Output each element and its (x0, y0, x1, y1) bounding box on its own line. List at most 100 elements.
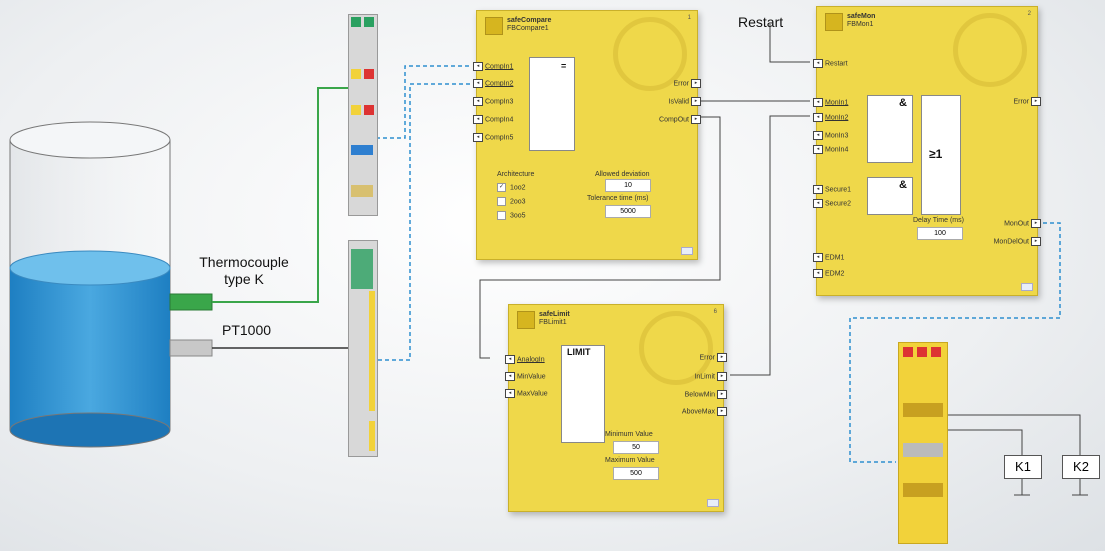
fb-header: safeMon FBMon1 (825, 13, 875, 31)
port-label: CompIn3 (485, 98, 514, 106)
port-isvalid[interactable]: IsValid▸ (669, 97, 704, 106)
max-input[interactable]: 500 (613, 467, 659, 480)
port-icon: ▸ (691, 115, 701, 124)
resize-icon[interactable] (681, 247, 693, 255)
restart-label: Restart (738, 14, 784, 30)
port-monin1[interactable]: ◂MonIn1 (811, 98, 848, 107)
port-compout[interactable]: CompOut▸ (659, 115, 703, 124)
gear-watermark-icon (639, 311, 713, 385)
thermocouple-wire (212, 87, 350, 303)
port-compin1[interactable]: ◂CompIn1 (471, 62, 513, 71)
port-icon: ◂ (473, 133, 483, 142)
delay-label: Delay Time (ms) (913, 217, 964, 224)
tank (9, 121, 171, 448)
port-monin4[interactable]: ◂MonIn4 (811, 145, 848, 154)
tolerance-input[interactable]: 5000 (605, 205, 651, 218)
port-icon: ◂ (813, 145, 823, 154)
port-icon: ◂ (813, 253, 823, 262)
port-analogin[interactable]: ◂AnalogIn (503, 355, 545, 364)
thermocouple-sensor (169, 293, 213, 311)
io-terminal-top (348, 14, 378, 216)
port-abovemax[interactable]: AboveMax▸ (682, 407, 729, 416)
port-icon: ◂ (505, 355, 515, 364)
delay-input[interactable]: 100 (917, 227, 963, 240)
arch-option-3oo5[interactable]: 3oo5 (497, 211, 526, 220)
port-compin4[interactable]: ◂CompIn4 (471, 115, 513, 124)
port-icon: ◂ (473, 97, 483, 106)
port-label: Error (673, 80, 689, 88)
port-restart[interactable]: ◂Restart (811, 59, 848, 68)
min-input[interactable]: 50 (613, 441, 659, 454)
port-label: CompIn5 (485, 134, 514, 142)
port-monin2[interactable]: ◂MonIn2 (811, 113, 848, 122)
twinsafe-logo-icon (517, 311, 535, 329)
compare-symbol: = (561, 61, 567, 71)
port-compin2[interactable]: ◂CompIn2 (471, 79, 513, 88)
port-label: CompIn4 (485, 116, 514, 124)
port-label: IsValid (668, 98, 690, 106)
limit-symbol: LIMIT (567, 347, 591, 357)
and-symbol-1: & (899, 97, 907, 109)
port-inlimit[interactable]: InLimit▸ (694, 372, 729, 381)
port-icon: ◂ (813, 131, 823, 140)
port-secure1[interactable]: ◂Secure1 (811, 185, 851, 194)
limit-logic-box (561, 345, 605, 443)
io-terminal-bottom (348, 240, 378, 457)
arch-option-label: 1oo2 (510, 184, 526, 192)
port-icon: ◂ (505, 372, 515, 381)
fb-safe-mon[interactable]: safeMon FBMon1 2 ◂Restart ◂MonIn1 ◂MonIn… (813, 6, 1041, 296)
fb-type: safeCompare (507, 17, 552, 24)
arch-option-label: 2oo3 (510, 198, 526, 206)
fb-header: safeLimit FBLimit1 (517, 311, 570, 329)
port-error[interactable]: Error▸ (1013, 97, 1043, 106)
fb-header: safeCompare FBCompare1 (485, 17, 551, 35)
port-edm2[interactable]: ◂EDM2 (811, 269, 844, 278)
port-label: CompIn2 (485, 80, 514, 88)
port-compin3[interactable]: ◂CompIn3 (471, 97, 513, 106)
port-icon: ▸ (717, 390, 727, 399)
fb-instance: FBLimit1 (539, 319, 567, 326)
resize-icon[interactable] (707, 499, 719, 507)
fb-instance: FBMon1 (847, 21, 874, 28)
resize-icon[interactable] (1021, 283, 1033, 291)
port-icon: ◂ (813, 269, 823, 278)
deviation-input[interactable]: 10 (605, 179, 651, 192)
port-belowmin[interactable]: BelowMin▸ (685, 390, 729, 399)
port-icon: ▸ (717, 353, 727, 362)
port-monin3[interactable]: ◂MonIn3 (811, 131, 848, 140)
port-icon: ◂ (813, 185, 823, 194)
port-icon: ▸ (1031, 237, 1041, 246)
arch-option-1oo2[interactable]: ✓ 1oo2 (497, 183, 526, 192)
port-error[interactable]: Error▸ (673, 79, 703, 88)
thermocouple-label: Thermocouple type K (185, 254, 303, 288)
port-label: MonDelOut (993, 238, 1029, 246)
or-gate (921, 95, 961, 215)
fb-type: safeMon (847, 13, 876, 20)
port-minvalue[interactable]: ◂MinValue (503, 372, 546, 381)
twinsafe-logo-icon (825, 13, 843, 31)
safety-output-terminal (898, 342, 948, 544)
dashed-wires (376, 65, 1061, 463)
port-icon: ◂ (813, 199, 823, 208)
fb-number: 2 (1027, 11, 1031, 17)
checkbox[interactable] (497, 197, 506, 206)
port-icon: ◂ (473, 79, 483, 88)
port-monout[interactable]: MonOut▸ (1004, 219, 1043, 228)
checkbox-checked[interactable]: ✓ (497, 183, 506, 192)
arch-option-2oo3[interactable]: 2oo3 (497, 197, 526, 206)
port-icon: ◂ (813, 113, 823, 122)
port-error[interactable]: Error▸ (699, 353, 729, 362)
port-maxvalue[interactable]: ◂MaxValue (503, 389, 548, 398)
port-edm1[interactable]: ◂EDM1 (811, 253, 844, 262)
port-mondelout[interactable]: MonDelOut▸ (994, 237, 1043, 246)
port-icon: ◂ (813, 59, 823, 68)
port-icon: ▸ (691, 79, 701, 88)
fb-safe-limit[interactable]: safeLimit FBLimit1 6 ◂AnalogIn ◂MinValue… (505, 304, 727, 512)
thermocouple-type-text: type K (224, 271, 264, 287)
port-label: Restart (825, 60, 848, 68)
fb-safe-compare[interactable]: safeCompare FBCompare1 1 ◂CompIn1 ◂CompI… (473, 10, 701, 260)
port-compin5[interactable]: ◂CompIn5 (471, 133, 513, 142)
checkbox[interactable] (497, 211, 506, 220)
port-secure2[interactable]: ◂Secure2 (811, 199, 851, 208)
port-icon: ◂ (505, 389, 515, 398)
